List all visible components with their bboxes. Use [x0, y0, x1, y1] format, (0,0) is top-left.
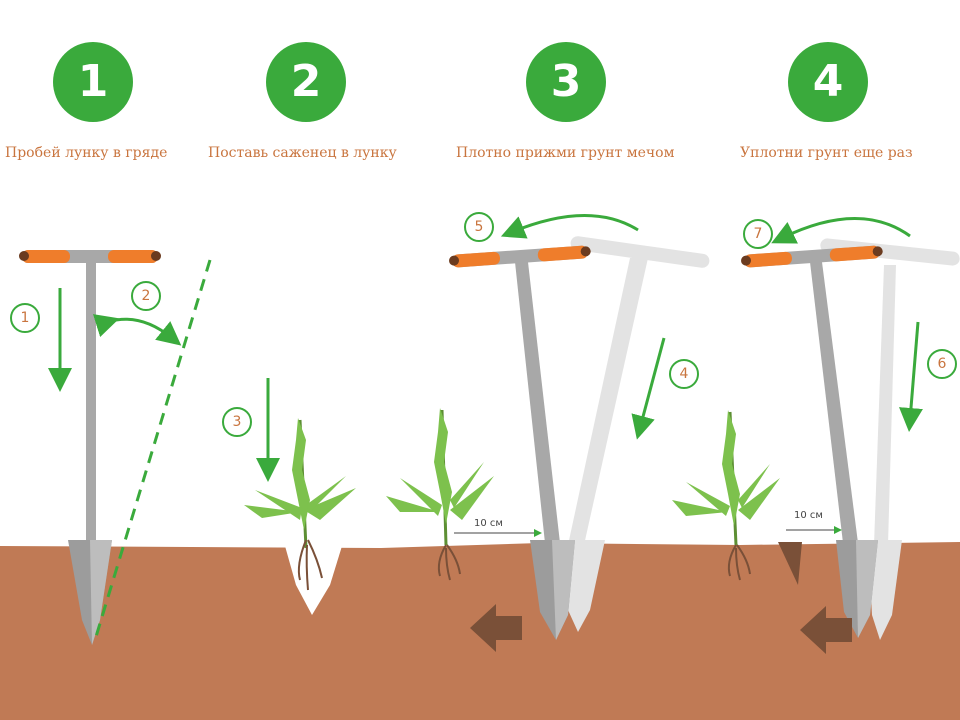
step-4-soil-crack [778, 542, 802, 585]
step-3-seedling [386, 408, 494, 581]
action-6-label: 6 [937, 356, 947, 372]
step-1-tilt-path [93, 259, 212, 641]
step-4-caption: Уплотни грунт еще раз [740, 145, 913, 161]
step-3-down-arrow [631, 337, 666, 440]
step-4-seedling [672, 410, 780, 581]
step-3-push-arrow [470, 604, 522, 652]
step-3-badge [526, 42, 606, 122]
action-2-circle [131, 281, 161, 311]
step-1-number: 1 [77, 56, 109, 107]
action-1-label: 1 [20, 310, 30, 326]
step-4-number: 4 [812, 56, 844, 107]
step-1-tilt-arrow [92, 314, 182, 346]
action-3-label: 3 [232, 414, 242, 430]
action-5-label: 5 [474, 219, 484, 235]
step-1-caption: Пробей лунку в гряде [5, 145, 168, 161]
step-4-down-arrow [899, 321, 923, 432]
action-4-circle [669, 359, 699, 389]
step-1-dibber-tool [19, 250, 161, 645]
step-3-caption: Плотно прижми грунт мечом [456, 145, 675, 161]
step-2-seedling [244, 418, 356, 591]
step-2-badge [266, 42, 346, 122]
step-3-ghost-tool [565, 236, 710, 632]
step-2-caption: Поставь саженец в лунку [208, 145, 397, 161]
step-1-badge [53, 42, 133, 122]
step-3-rotate-arrow [500, 214, 639, 239]
step-4-badge [788, 42, 868, 122]
action-2-label: 2 [141, 288, 151, 304]
step-4-dibber-tool [741, 245, 883, 638]
step-3-number: 3 [550, 56, 582, 107]
action-5-circle [464, 212, 494, 242]
action-3-circle [222, 407, 252, 437]
action-4-label: 4 [679, 366, 689, 382]
step-3-distance-label: 10 см [474, 518, 503, 529]
action-1-circle [10, 303, 40, 333]
action-6-circle [927, 349, 957, 379]
action-7-circle [743, 219, 773, 249]
action-7-label: 7 [753, 226, 763, 242]
step-4-ghost-tool [820, 238, 960, 640]
step-3-dibber-tool [449, 245, 591, 640]
step-2-number: 2 [290, 56, 322, 107]
step-4-rotate-arrow [771, 217, 911, 244]
step-4-push-arrow [800, 606, 852, 654]
step-4-distance-label: 10 см [794, 510, 823, 521]
